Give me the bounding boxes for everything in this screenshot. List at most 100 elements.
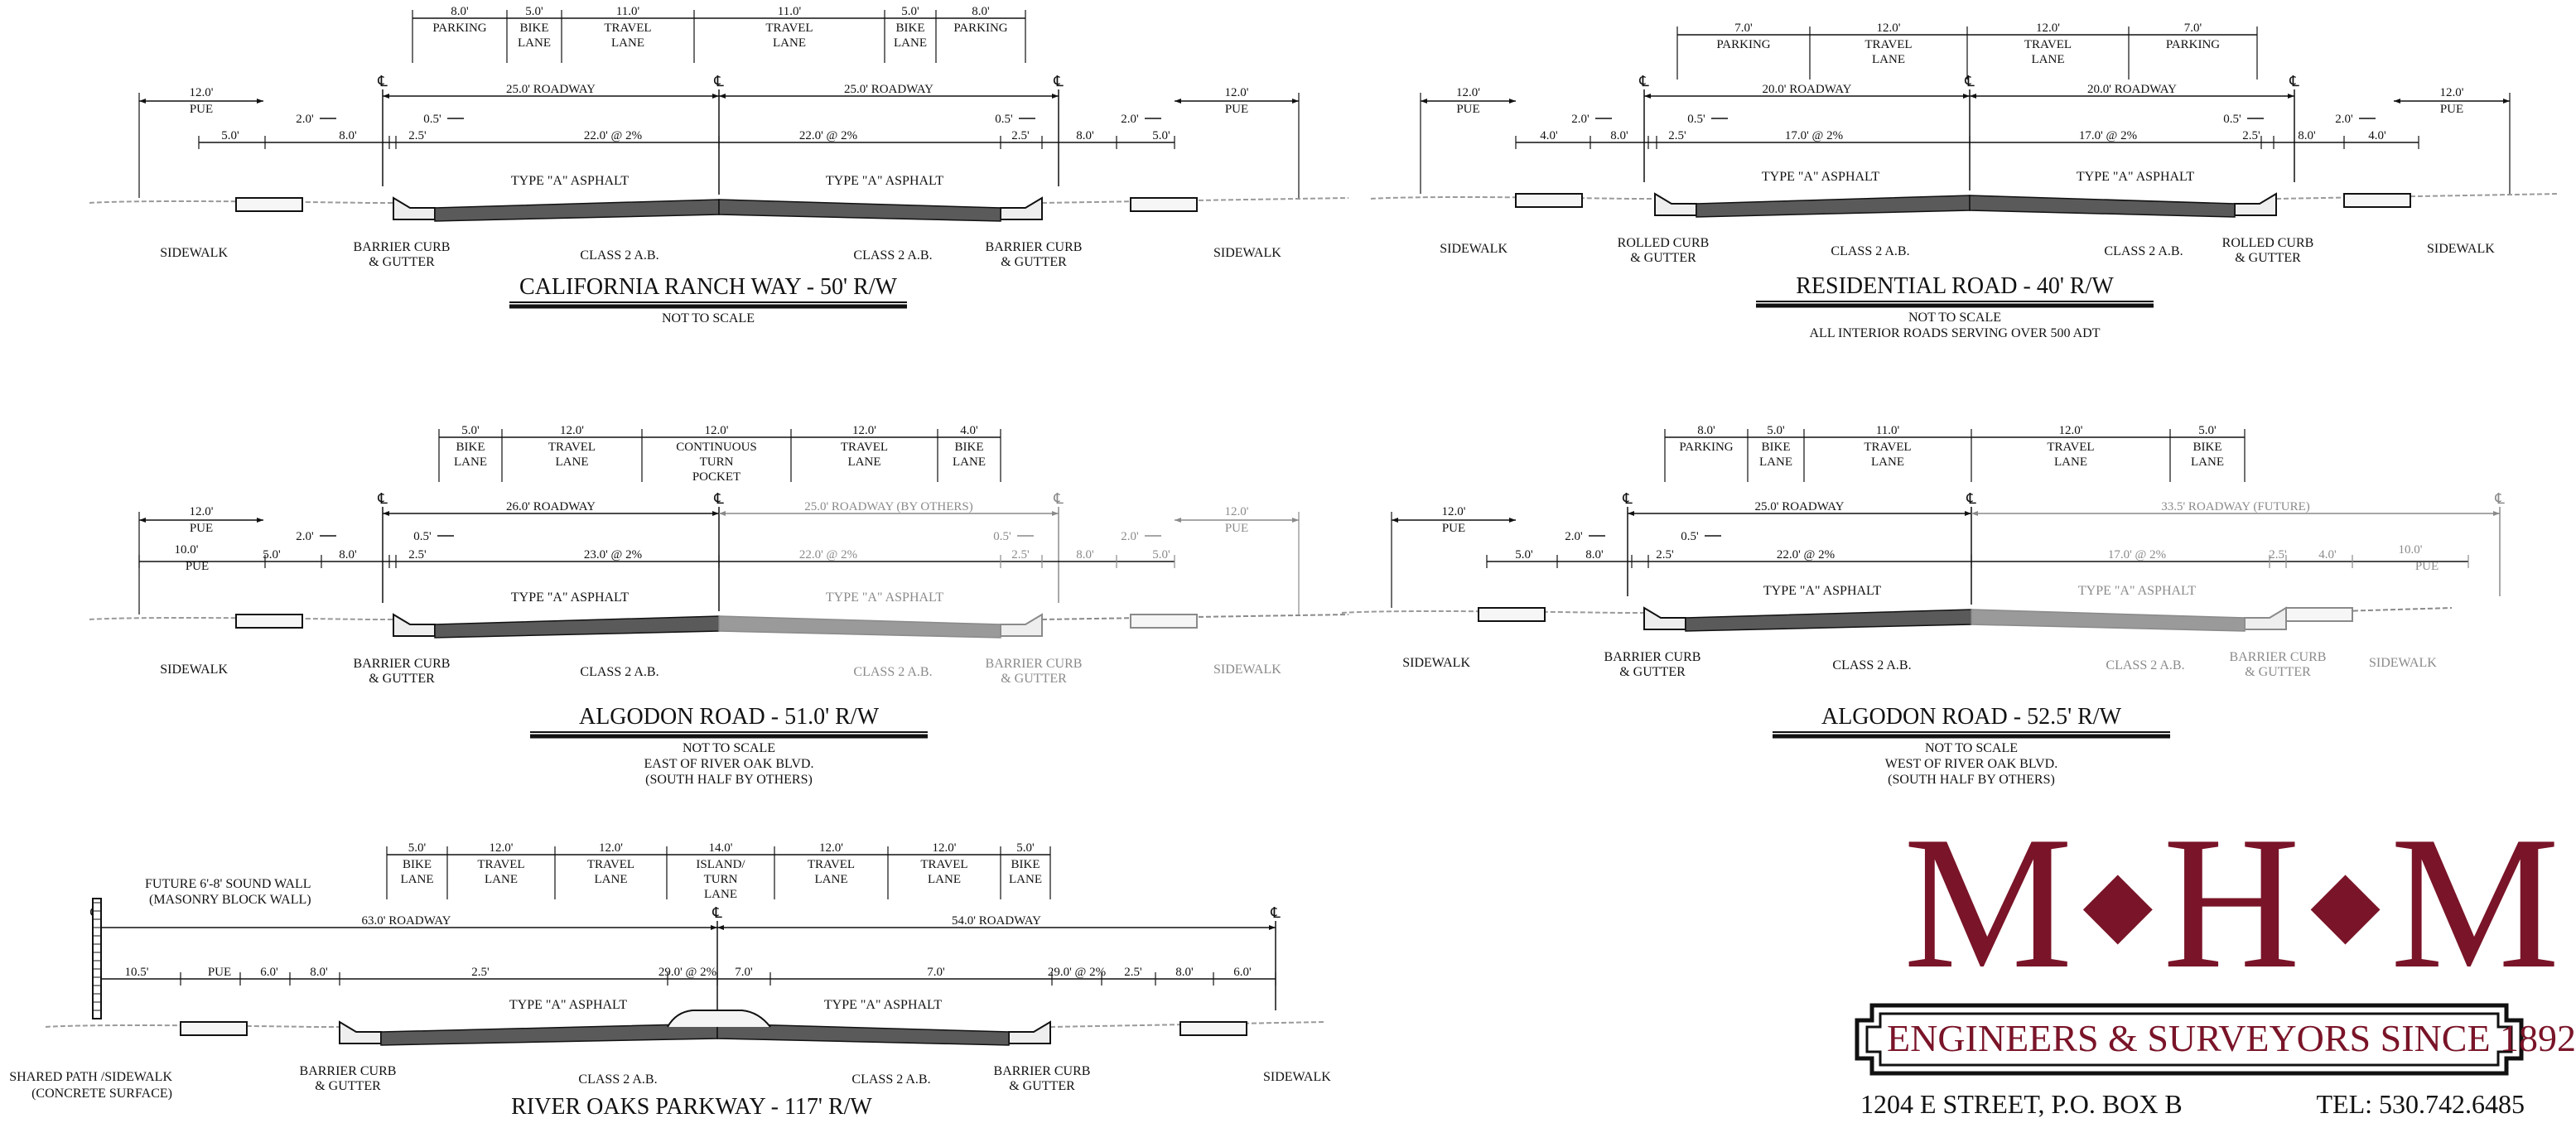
centerline-icon: ℄	[377, 490, 388, 507]
detail-dimension-label: 29.0' @ 2%	[1048, 966, 1106, 979]
pue-width-label: 12.0'	[1456, 86, 1480, 99]
pavement-section	[45, 1020, 1326, 1046]
curb-callout: ROLLED CURB	[2222, 236, 2314, 250]
lane-width-label: 12.0'	[2059, 424, 2083, 437]
curb-gutter	[2244, 606, 2287, 630]
lane-name-label: TRAVEL	[548, 441, 596, 454]
detail-dimension-label: 17.0' @ 2%	[2079, 129, 2137, 142]
lane-name-label: BIKE	[896, 22, 925, 35]
pue-width-label: 12.0'	[190, 86, 214, 99]
curb-callout: & GUTTER	[369, 255, 435, 269]
centerline-icon: ℄	[1964, 73, 1975, 89]
existing-ground-line	[89, 200, 393, 204]
lane-name-label: TRAVEL	[604, 22, 651, 35]
section-note: NOT TO SCALE	[1908, 311, 2001, 325]
lane-width-label: 8.0'	[451, 5, 469, 18]
existing-ground-line	[45, 1024, 340, 1028]
curb-gutter	[339, 1020, 382, 1044]
lane-name-label: LANE	[595, 873, 628, 886]
sidewalk-slab	[1478, 607, 1546, 622]
section-note: (SOUTH HALF BY OTHERS)	[645, 773, 813, 787]
detail-dimension-label: 10.0'	[2399, 543, 2423, 557]
pue-width-label: 12.0'	[1225, 86, 1249, 99]
sidewalk-slab	[2343, 193, 2411, 208]
lane-name-label: BIKE	[456, 441, 485, 454]
section-note: NOT TO SCALE	[683, 741, 775, 755]
base-callout: CLASS 2 A.B.	[2104, 244, 2183, 258]
roadway-width-label: 20.0' ROADWAY	[2087, 83, 2177, 96]
right-of-way-lines: ℄℄℄	[1638, 73, 2299, 190]
detail-dimension-label: 6.0'	[260, 966, 278, 979]
lane-width-label: 7.0'	[1734, 22, 1753, 35]
lane-name-label: TRAVEL	[841, 441, 888, 454]
centerline-icon: ℄	[2494, 490, 2505, 507]
sidewalk-callout: SIDEWALK	[160, 663, 228, 677]
detail-dimension-label: 22.0' @ 2%	[799, 548, 857, 562]
pue-dimensions: 12.0'PUE	[1391, 505, 1516, 608]
centerline-icon: ℄	[2289, 73, 2299, 89]
offset-label: 2.0'	[2335, 113, 2353, 126]
detail-dimension-label: 8.0'	[339, 548, 357, 562]
asphalt-callout: TYPE "A" ASPHALT	[2078, 584, 2197, 598]
lane-width-label: 7.0'	[2184, 22, 2202, 35]
centerline-icon: ℄	[1622, 490, 1633, 507]
detail-dimension-label: 5.0'	[1515, 548, 1533, 562]
detail-dimension-label: 22.0' @ 2%	[584, 129, 642, 142]
detail-dimension-label: 8.0'	[1076, 548, 1094, 562]
asphalt-callout: TYPE "A" ASPHALT	[2077, 170, 2195, 184]
pavement-section	[1370, 192, 2560, 218]
lane-name-label: LANE	[485, 873, 518, 886]
detail-dimension-label: 2.5'	[1011, 129, 1030, 142]
detail-dimension-label: 2.5'	[1656, 548, 1674, 562]
existing-ground-line	[1341, 610, 1644, 614]
lane-width-label: 5.0'	[408, 841, 427, 855]
pue-label: PUE	[2440, 103, 2463, 116]
sound-wall: FUTURE 6'-8' SOUND WALL(MASONRY BLOCK WA…	[92, 877, 311, 1019]
asphalt-layer	[434, 615, 720, 639]
offset-label: 0.5'	[1681, 530, 1699, 543]
logo-diamond-icon: ◆	[2082, 852, 2155, 953]
pue-label: PUE	[1456, 103, 1479, 116]
offset-label: 0.5'	[1687, 113, 1705, 126]
lane-name-label: BIKE	[955, 441, 984, 454]
lane-name-label: BIKE	[2193, 441, 2222, 454]
sidewalk-slab	[1515, 193, 1583, 208]
lane-name-label: PARKING	[1679, 441, 1733, 454]
base-callout: CLASS 2 A.B.	[580, 665, 658, 679]
offset-label: 0.5'	[423, 113, 441, 126]
lane-width-label: 8.0'	[1697, 424, 1715, 437]
mhm-logo: M◆H◆M ENGINEERS & SURVEYORS SINCE 1892 1…	[1854, 807, 2576, 1122]
lane-table: 8.0'PARKING5.0'BIKELANE11.0'TRAVELLANE12…	[1664, 424, 2246, 482]
section-note: NOT TO SCALE	[1925, 741, 2018, 755]
base-callout: CLASS 2 A.B.	[853, 248, 932, 263]
lane-name-label: BIKE	[1011, 858, 1040, 871]
detail-dimension-label: 8.0'	[1610, 129, 1628, 142]
offset-label: 0.5'	[413, 530, 432, 543]
offset-dimensions: 2.0'0.5'0.5'2.0'	[296, 113, 1161, 126]
lane-name-label: BIKE	[403, 858, 432, 871]
sidewalk-slab	[180, 1021, 248, 1036]
asphalt-callout: TYPE "A" ASPHALT	[824, 998, 943, 1012]
roadway-width-label: 63.0' ROADWAY	[362, 914, 451, 928]
pue-label: PUE	[1225, 522, 1248, 535]
lane-name-label: LANE	[894, 36, 927, 50]
asphalt-callout: TYPE "A" ASPHALT	[1763, 584, 1882, 598]
offset-dimensions: 2.0'0.5'0.5'2.0'	[296, 530, 1161, 543]
asphalt-callout: TYPE "A" ASPHALT	[826, 590, 944, 605]
detail-dimension-label: 22.0' @ 2%	[799, 129, 857, 142]
existing-ground-line	[2285, 607, 2453, 614]
centerline-icon: ℄	[1966, 490, 1976, 507]
lane-name-label: PARKING	[953, 22, 1007, 35]
right-of-way-lines: ℄℄℄	[89, 904, 1281, 1019]
centerline-icon: ℄	[1053, 73, 1064, 89]
lane-width-label: 11.0'	[1876, 424, 1900, 437]
sidewalk-slab	[1130, 614, 1198, 629]
section-note: NOT TO SCALE	[662, 311, 755, 325]
